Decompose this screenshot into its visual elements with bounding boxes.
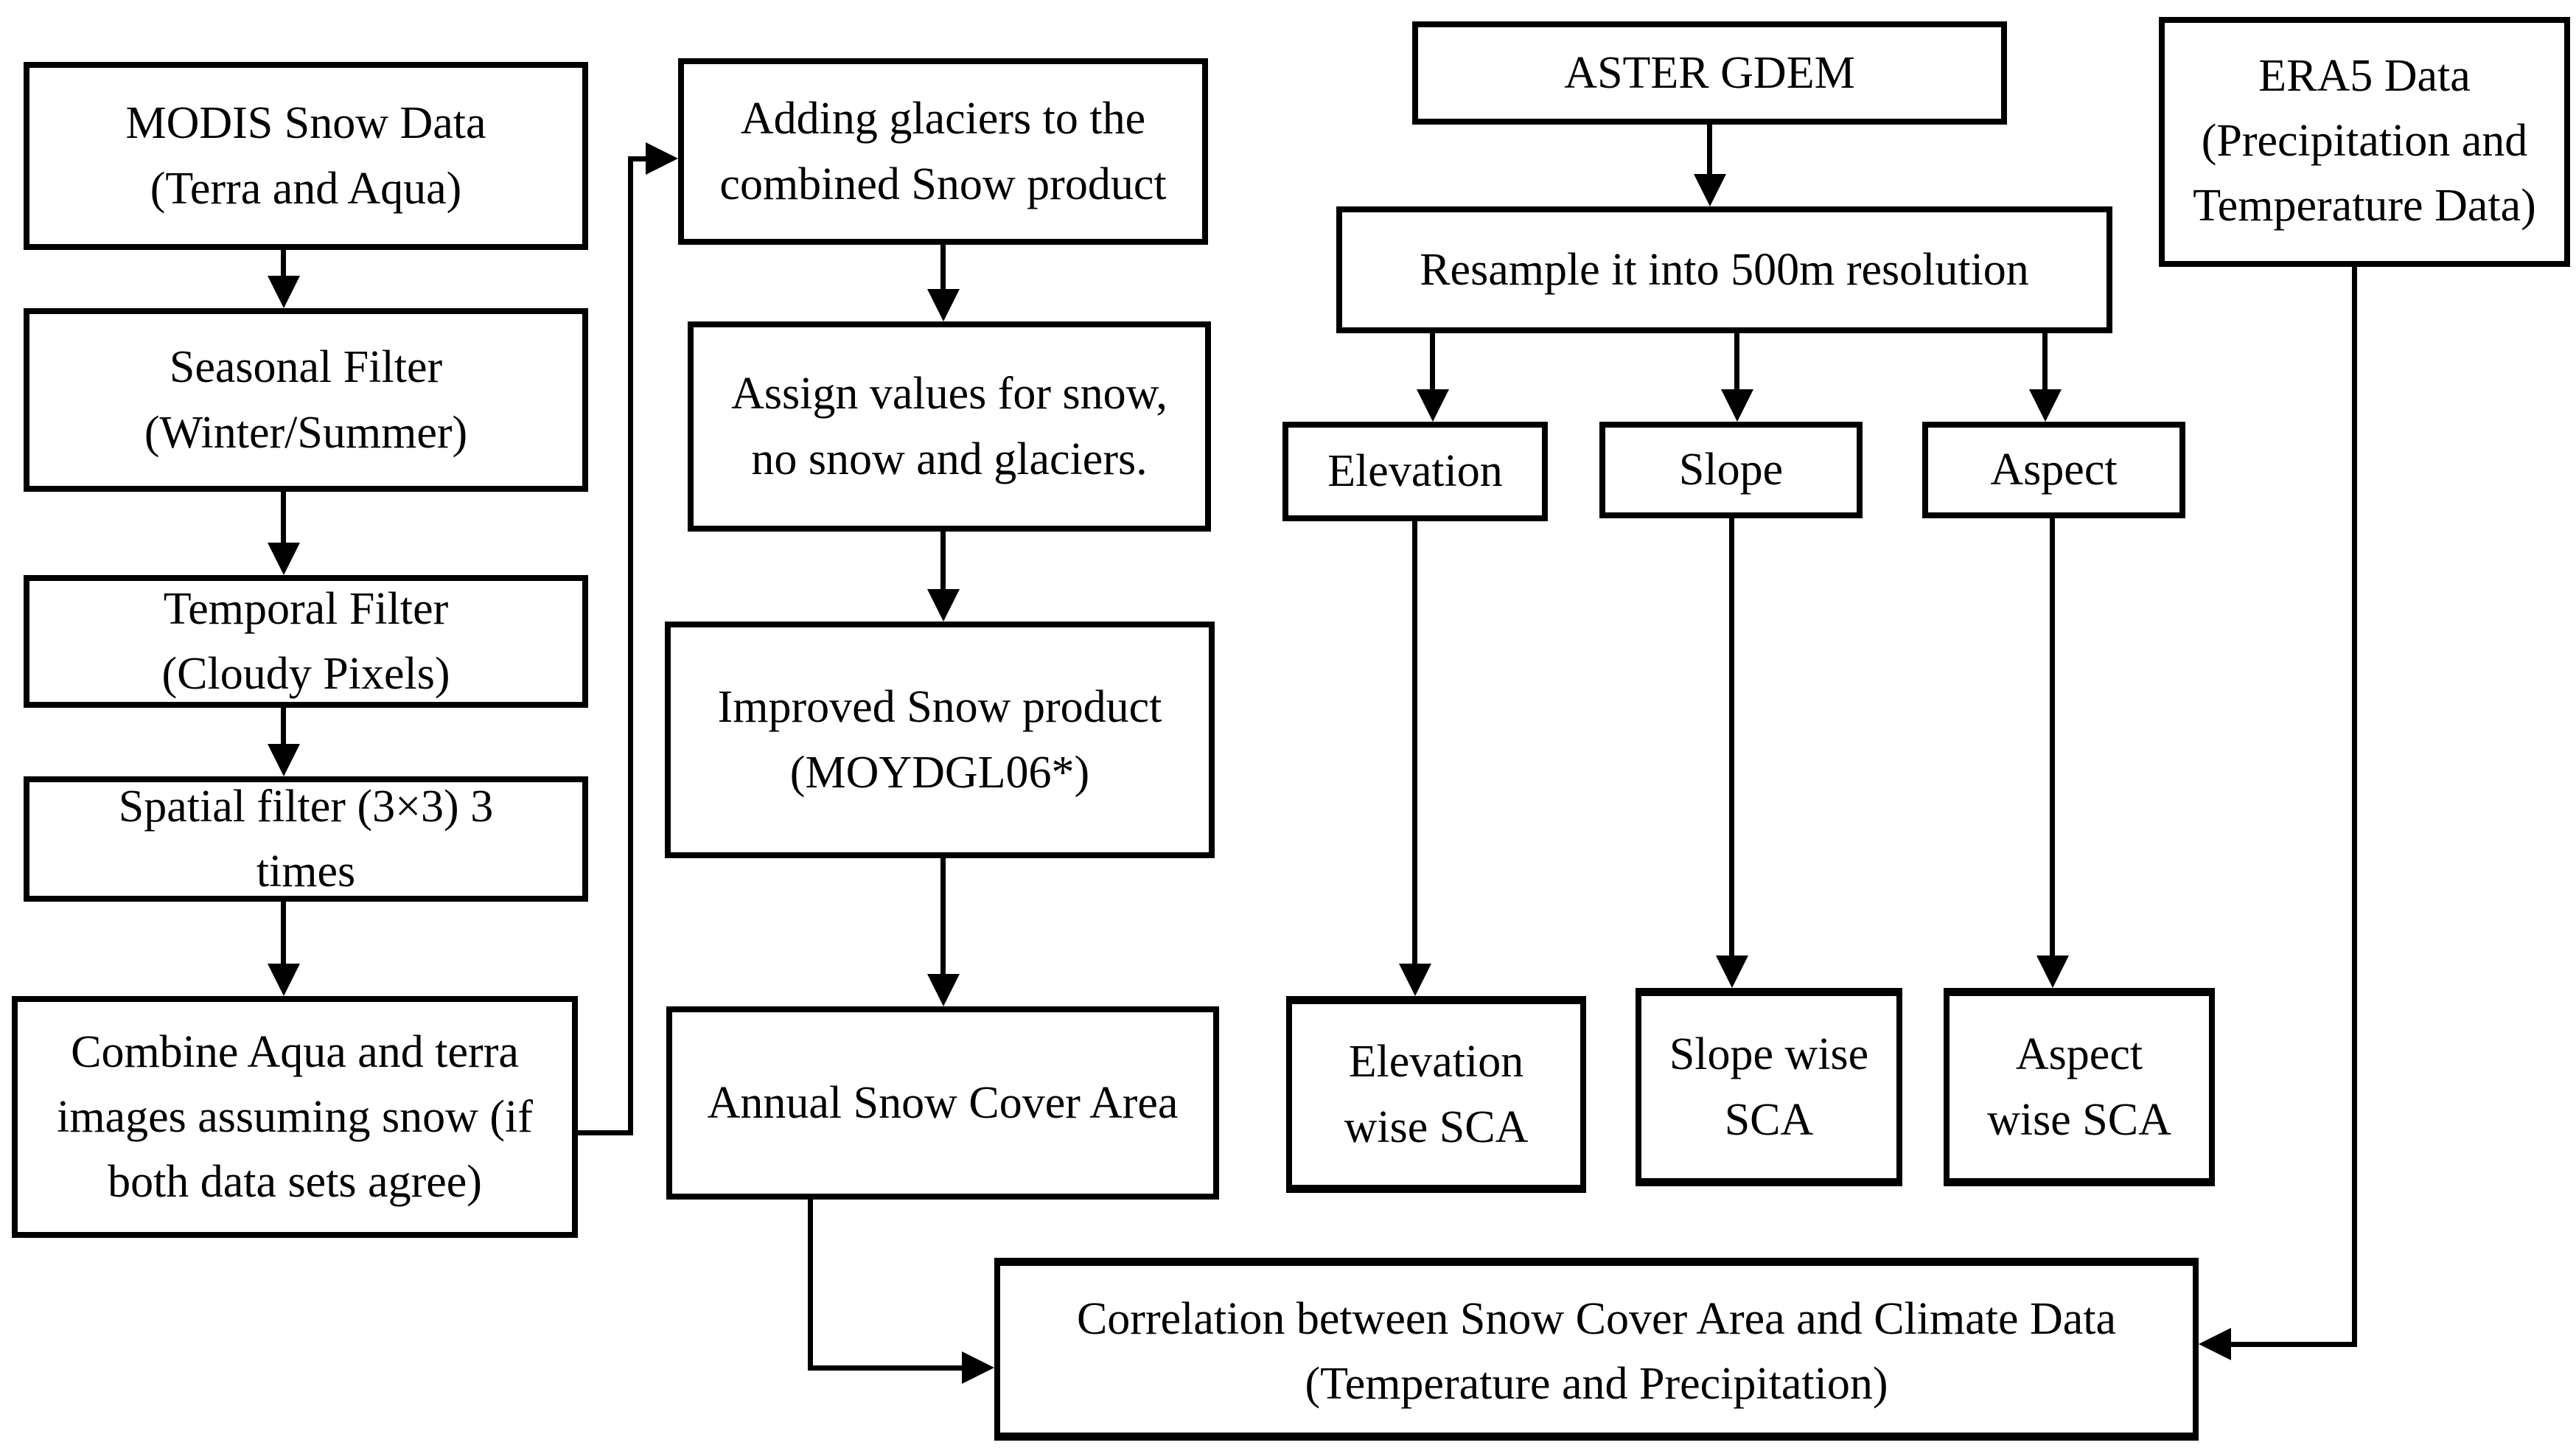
arrow-resample-to-elevation-head [1417, 389, 1449, 422]
arrow-aster-to-resample-head [1694, 174, 1726, 206]
arrow-aster-to-resample-line [1707, 125, 1712, 177]
connector-annual-to-correlation-head [962, 1351, 994, 1384]
node-annual-snow-cover-area: Annual Snow Cover Area [666, 1006, 1219, 1200]
arrow-modis-to-seasonal-head [268, 276, 300, 308]
arrow-assign-to-improved-line [940, 532, 946, 592]
node-elevation-wise-sca: Elevation wise SCA [1286, 996, 1586, 1193]
node-resample: Resample it into 500m resolution [1336, 206, 2112, 333]
node-seasonal-filter: Seasonal Filter (Winter/Summer) [24, 308, 588, 492]
arrow-improved-to-annual-head [927, 974, 960, 1006]
arrow-spatial-to-combine-line [281, 902, 286, 967]
connector-combine-to-adding-h1 [578, 1130, 633, 1135]
connector-combine-to-adding-h2 [628, 156, 650, 161]
connector-era5-to-correlation-h [2228, 1342, 2357, 1347]
connector-annual-to-correlation-v [808, 1200, 813, 1371]
connector-era5-to-correlation-head [2199, 1328, 2231, 1360]
arrow-resample-to-aspect-head [2029, 389, 2062, 422]
node-slope-wise-sca: Slope wise SCA [1636, 988, 1902, 1186]
arrow-resample-to-elevation-line [1430, 333, 1435, 392]
arrow-adding-to-assign-line [940, 245, 946, 292]
arrow-resample-to-aspect-line [2042, 333, 2048, 392]
node-aspect: Aspect [1922, 422, 2185, 518]
arrow-slope-to-slope-sca-line [1729, 518, 1734, 958]
arrow-resample-to-slope-head [1721, 389, 1753, 422]
arrow-slope-to-slope-sca-head [1716, 956, 1748, 988]
arrow-temporal-to-spatial-line [281, 708, 286, 747]
node-aster-gdem: ASTER GDEM [1412, 21, 2007, 125]
arrow-elevation-to-elevation-sca-head [1399, 964, 1431, 996]
node-modis-snow-data: MODIS Snow Data (Terra and Aqua) [24, 62, 588, 250]
arrow-modis-to-seasonal-line [281, 250, 286, 279]
node-improved-snow-product: Improved Snow product (MOYDGL06*) [665, 622, 1215, 858]
arrow-adding-to-assign-head [927, 289, 960, 321]
arrow-spatial-to-combine-head [268, 964, 300, 996]
arrow-seasonal-to-temporal-line [281, 492, 286, 546]
node-combine-aqua-terra: Combine Aqua and terra images assuming s… [12, 996, 578, 1238]
node-correlation: Correlation between Snow Cover Area and … [994, 1258, 2199, 1441]
connector-era5-to-correlation-v [2352, 267, 2357, 1347]
node-era5-data: ERA5 Data (Precipitation and Temperature… [2159, 17, 2570, 267]
node-spatial-filter: Spatial filter (3×3) 3 times [24, 776, 588, 902]
arrow-aspect-to-aspect-sca-head [2036, 956, 2069, 988]
connector-combine-to-adding-head [646, 142, 678, 175]
arrow-aspect-to-aspect-sca-line [2050, 518, 2055, 958]
node-aspect-wise-sca: Aspect wise SCA [1944, 988, 2215, 1186]
arrow-improved-to-annual-line [940, 858, 946, 977]
node-elevation: Elevation [1282, 422, 1548, 521]
arrow-assign-to-improved-head [927, 589, 960, 622]
node-assign-values: Assign values for snow, no snow and glac… [688, 321, 1211, 532]
connector-combine-to-adding-v [628, 156, 633, 1135]
arrow-resample-to-slope-line [1734, 333, 1739, 392]
node-adding-glaciers: Adding glaciers to the combined Snow pro… [678, 58, 1208, 245]
arrow-elevation-to-elevation-sca-line [1412, 521, 1417, 967]
arrow-temporal-to-spatial-head [268, 744, 300, 776]
node-slope: Slope [1599, 422, 1863, 518]
arrow-seasonal-to-temporal-head [268, 543, 300, 575]
connector-annual-to-correlation-h [808, 1365, 968, 1371]
node-temporal-filter: Temporal Filter (Cloudy Pixels) [24, 575, 588, 708]
